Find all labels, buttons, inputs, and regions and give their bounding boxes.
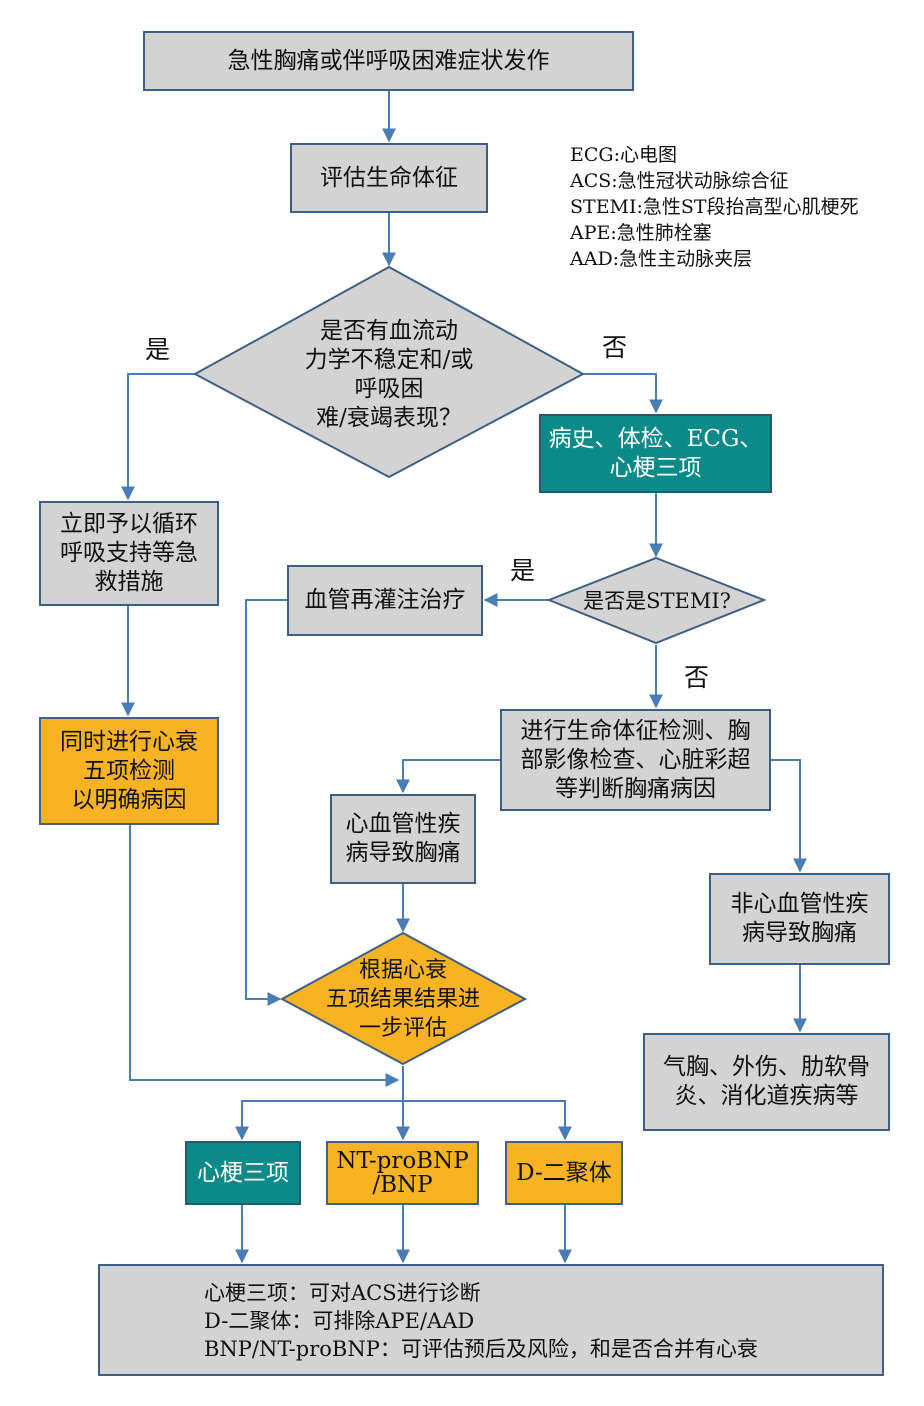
hf-test-line-1: 同时进行心衰 — [60, 728, 198, 755]
unstable-line-3: 呼吸困 — [354, 376, 424, 402]
troponin-box: 心梗三项 — [185, 1141, 301, 1205]
hf-test-line-2: 五项检测 — [83, 757, 175, 784]
unstable-line-1: 是否有血流动 — [320, 318, 458, 344]
stemi-yes-label: 是 — [510, 556, 536, 585]
stemi-decision-label: 是否是STEMI? — [570, 585, 744, 617]
others-line-2: 炎、消化道疾病等 — [674, 1083, 859, 1109]
support-line-1: 立即予以循环 — [60, 511, 198, 537]
others-line-1: 气胸、外伤、肋软骨 — [663, 1054, 870, 1080]
assess-decision-diamond — [279, 931, 528, 1066]
unstable-decision-diamond — [192, 265, 586, 479]
troponin-line: 心梗三项 — [197, 1159, 289, 1186]
note-line: 心梗三项：可对ACS进行诊断 — [204, 1281, 481, 1305]
legend-item: APE:急性肺栓塞 — [570, 222, 712, 244]
cardio-line-1: 心血管性疾 — [345, 811, 461, 837]
bnp-box: NT-proBNP /BNP — [326, 1141, 479, 1205]
unstable-no-label: 否 — [602, 333, 628, 362]
ddimer-line: D-二聚体 — [516, 1159, 612, 1186]
reperfusion-line: 血管再灌注治疗 — [304, 587, 466, 613]
vitals-line: 评估生命体征 — [320, 164, 458, 191]
support-box: 立即予以循环 呼吸支持等急 救措施 — [39, 501, 219, 606]
reperfusion-box: 血管再灌注治疗 — [287, 565, 483, 636]
history-line-1: 病史、体检、ECG、 — [548, 425, 763, 452]
legend-item: ACS:急性冠状动脉综合征 — [570, 170, 789, 192]
exams-line-2: 部影像检查、心脏彩超 — [520, 746, 751, 773]
hf-test-line-3: 以明确病因 — [71, 786, 187, 813]
edge-exams-to-cardio — [396, 759, 500, 794]
vitals-box: 评估生命体征 — [290, 143, 488, 213]
noncardio-line-1: 非心血管性疾 — [730, 891, 869, 917]
stemi-line: 是否是STEMI? — [583, 588, 731, 613]
exams-line-3: 等判断胸痛病因 — [555, 775, 716, 802]
bnp-line-1: NT-proBNP — [336, 1148, 469, 1174]
exams-line-1: 进行生命体征检测、胸 — [520, 717, 751, 744]
legend-item: STEMI:急性ST段抬高型心肌梗死 — [570, 196, 859, 218]
assess-line-2: 五项结果结果进 — [325, 986, 480, 1012]
edge-reperfusion-to-assess — [245, 599, 287, 1006]
hf-test-box: 同时进行心衰 五项检测 以明确病因 — [39, 717, 219, 825]
assess-line-3: 一步评估 — [358, 1015, 447, 1041]
legend-item: AAD:急性主动脉夹层 — [570, 248, 753, 270]
notes-box: 心梗三项：可对ACS进行诊断 D-二聚体：可排除APE/AAD BNP/NT-p… — [98, 1264, 884, 1376]
ddimer-box: D-二聚体 — [505, 1141, 623, 1205]
stemi-no-label: 否 — [684, 663, 710, 692]
noncardio-line-2: 病导致胸痛 — [742, 920, 857, 946]
history-line-2: 心梗三项 — [609, 454, 702, 481]
exams-box: 进行生命体征检测、胸 部影像检查、心脏彩超 等判断胸痛病因 — [500, 709, 771, 811]
unstable-decision-label: 是否有血流动 力学不稳定和/或 呼吸困 难/衰竭表现？ — [250, 300, 528, 450]
noncardio-box: 非心血管性疾 病导致胸痛 — [709, 873, 890, 965]
cardio-line-2: 病导致胸痛 — [345, 840, 461, 866]
unstable-line-4: 难/衰竭表现？ — [316, 405, 462, 431]
support-line-3: 救措施 — [94, 569, 164, 595]
bnp-line-2: /BNP — [372, 1172, 433, 1198]
others-box: 气胸、外伤、肋软骨 炎、消化道疾病等 — [643, 1033, 890, 1131]
edge-unstable-no — [583, 373, 663, 414]
stemi-decision-diamond — [546, 556, 767, 645]
unstable-line-2: 力学不稳定和/或 — [304, 347, 474, 373]
assess-line-1: 根据心衰 — [358, 957, 447, 983]
start-box: 急性胸痛或伴呼吸困难症状发作 — [143, 31, 634, 91]
abbreviation-legend: ECG:心电图 ACS:急性冠状动脉综合征 STEMI:急性ST段抬高型心肌梗死… — [570, 142, 859, 272]
assess-decision-label: 根据心衰 五项结果结果进 一步评估 — [310, 952, 496, 1046]
cardio-box: 心血管性疾 病导致胸痛 — [330, 794, 476, 884]
unstable-yes-label: 是 — [145, 335, 171, 364]
edge-unstable-yes — [121, 373, 195, 501]
start-line: 急性胸痛或伴呼吸困难症状发作 — [227, 47, 550, 74]
support-line-2: 呼吸支持等急 — [60, 540, 198, 566]
note-line: D-二聚体：可排除APE/AAD — [204, 1309, 475, 1333]
legend-item: ECG:心电图 — [570, 144, 677, 166]
edge-exams-to-noncardio — [771, 759, 807, 873]
history-box: 病史、体检、ECG、 心梗三项 — [539, 414, 772, 493]
note-line: BNP/NT-proBNP：可评估预后及风险，和是否合并有心衰 — [204, 1337, 758, 1361]
edge-hf-test-to-merge — [129, 825, 400, 1087]
